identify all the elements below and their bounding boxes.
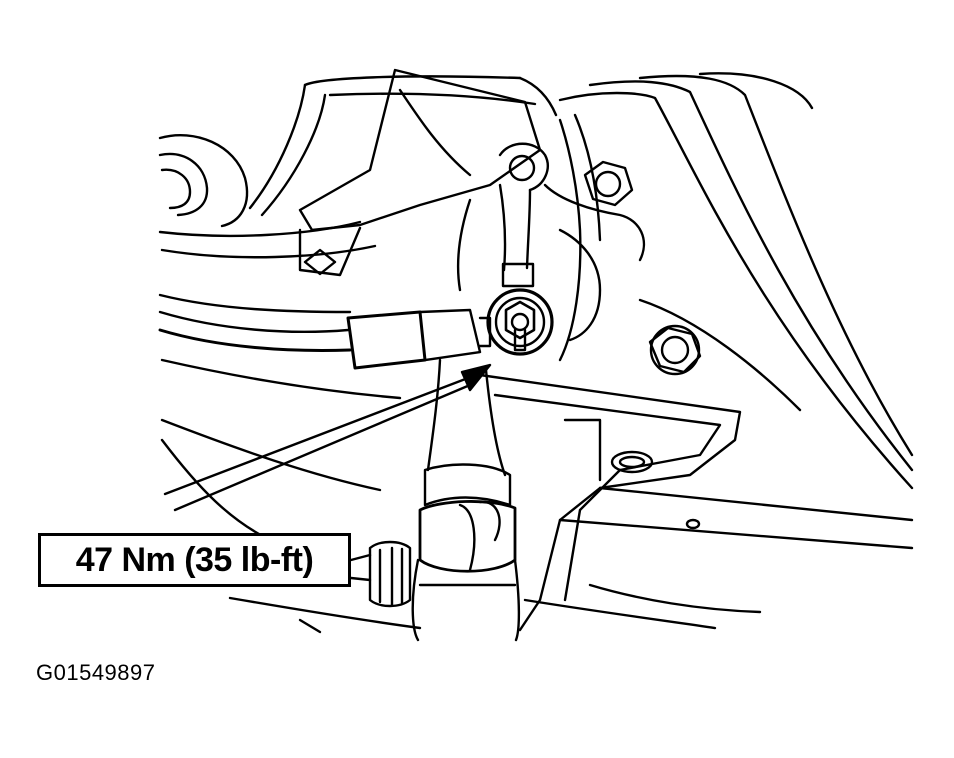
sensor-fitting (486, 262, 554, 356)
bracket-plate (478, 373, 914, 632)
sensor-bracket-arm (456, 142, 646, 342)
lower-frame-lines (160, 358, 422, 634)
upper-housing-lines (248, 75, 558, 217)
lower-right-bolt (648, 324, 702, 376)
upper-bracket (298, 68, 542, 277)
upper-right-bolt (583, 160, 634, 207)
pointer-arrow (163, 363, 492, 512)
torque-label: 47 Nm (35 lb-ft) (75, 540, 314, 579)
harness-connector (158, 293, 492, 370)
right-transmission-casing (558, 72, 914, 490)
shaft-and-clamp (411, 358, 521, 642)
lower-right-lines (523, 298, 802, 630)
upper-left-boss (158, 133, 377, 259)
hose-segment (349, 540, 412, 608)
torque-callout: 47 Nm (35 lb-ft) (38, 533, 351, 587)
figure-id: G01549897 (36, 660, 156, 685)
